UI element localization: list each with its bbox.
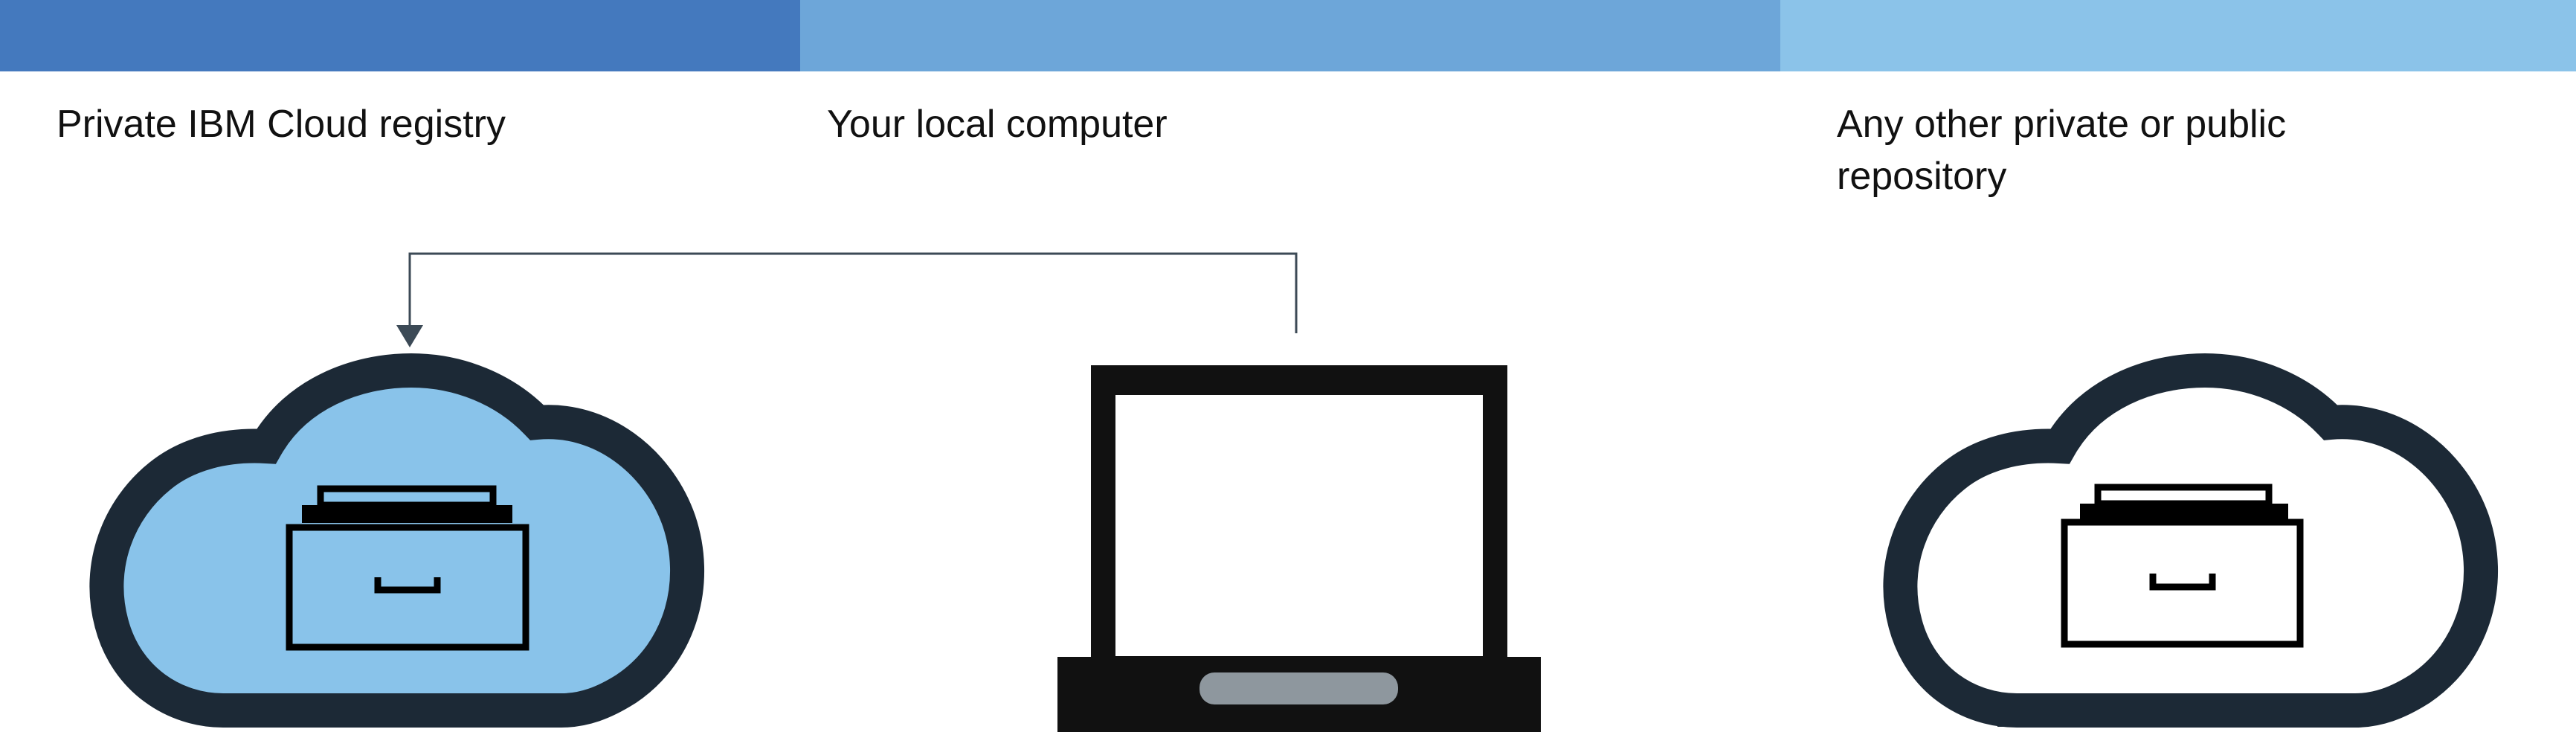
cloud-registry-icon	[89, 353, 704, 728]
drawer-body	[286, 524, 529, 651]
laptop-screen	[1115, 395, 1483, 656]
laptop-trackpad	[1200, 672, 1398, 704]
header-band-local	[800, 0, 1780, 71]
connector-line	[408, 252, 1298, 333]
laptop-icon	[1057, 365, 1541, 732]
repository-label: Any other private or public repository	[1837, 103, 2287, 198]
local-computer-label: Your local computer	[827, 103, 1168, 146]
cloud-registry-shape	[89, 353, 704, 728]
arrow-down-icon	[396, 325, 423, 347]
drawer-handle	[2149, 574, 2216, 591]
cloud-repository-shape	[1883, 353, 2498, 728]
cloud-repository-icon	[1883, 353, 2498, 728]
header-band-registry	[0, 0, 800, 71]
connector-arrow	[396, 252, 1298, 347]
drawer-top	[2080, 504, 2288, 521]
drawer-icon	[286, 485, 529, 651]
drawer-top	[302, 505, 512, 523]
registry-label: Private IBM Cloud registry	[57, 103, 506, 146]
drawer-icon	[2061, 484, 2304, 648]
drawer-handle	[374, 577, 441, 594]
drawer-body	[2061, 518, 2304, 648]
header-band-repository	[1780, 0, 2576, 71]
